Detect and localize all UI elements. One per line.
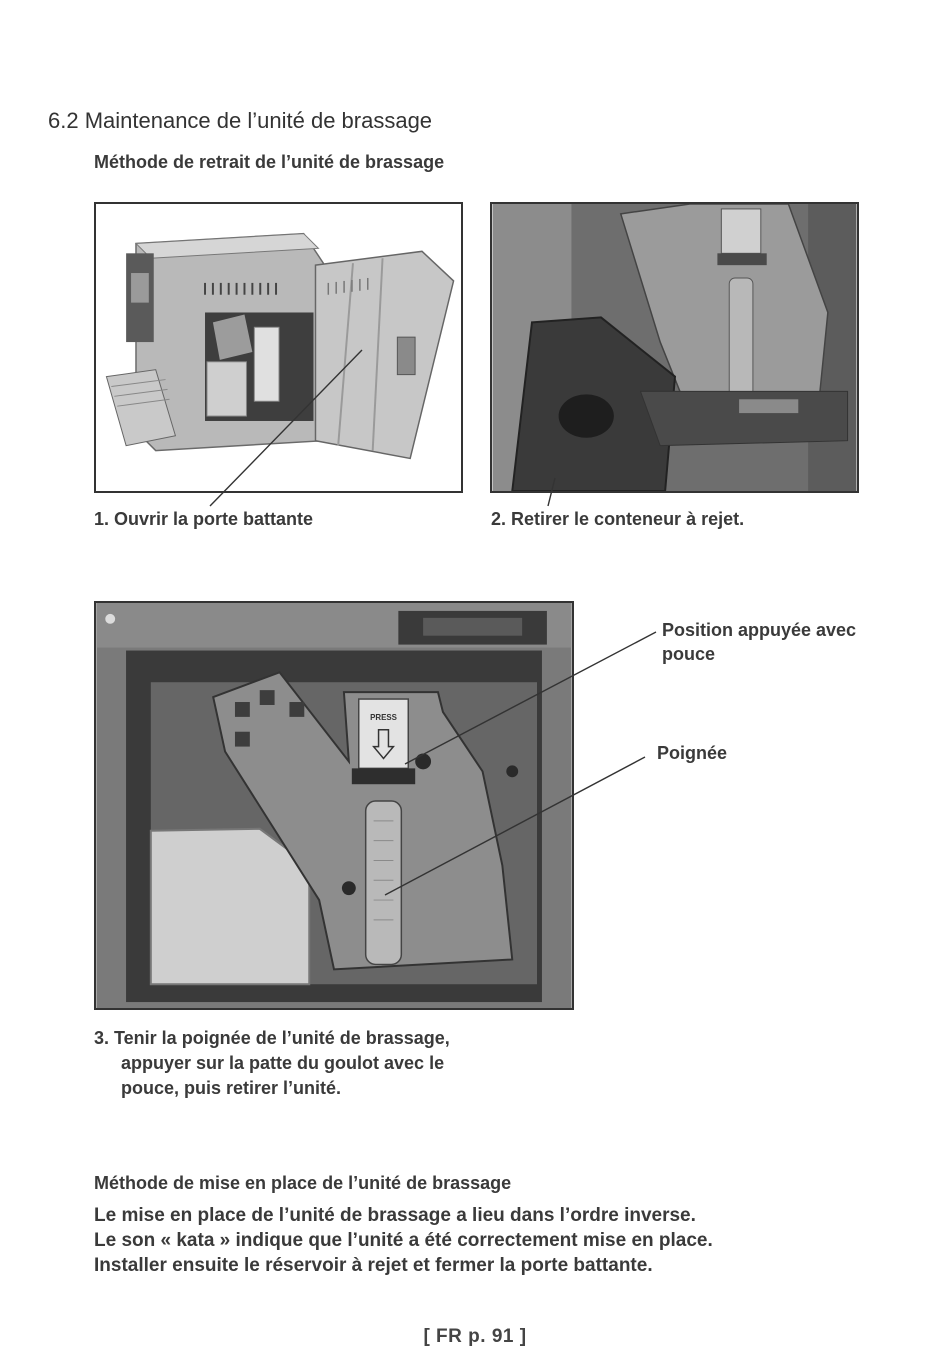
installation-line-3: Installer ensuite le réservoir à rejet e…: [94, 1255, 653, 1276]
installation-heading: Méthode de mise en place de l’unité de b…: [94, 1173, 512, 1193]
photo-open-door: [94, 202, 463, 493]
step3-line-2: appuyer sur la patte du goulot avec le: [121, 1053, 445, 1073]
section-title: 6.2 Maintenance de l’unité de brassage: [48, 108, 433, 133]
callout-thumb-line-2: pouce: [662, 644, 716, 664]
photo-waste-container: [490, 202, 859, 493]
arrow-down-icon: [372, 729, 395, 760]
installation-line-1: Le mise en place de l’unité de brassage …: [94, 1205, 696, 1226]
photo-brewing-unit: PRESS: [94, 601, 574, 1010]
step3-line-3: pouce, puis retirer l’unité.: [121, 1078, 342, 1098]
callout-handle: Poignée: [657, 743, 728, 763]
callout-thumb-position: Position appuyée avec pouce: [662, 618, 856, 666]
step1-caption: 1. Ouvrir la porte battante: [94, 509, 314, 529]
step2-caption: 2. Retirer le conteneur à rejet.: [491, 509, 745, 529]
photo-open-door-illustration: [96, 204, 461, 491]
step3-line-1: 3. Tenir la poignée de l’unité de brassa…: [94, 1028, 450, 1048]
installation-line-2: Le son « kata » indique que l’unité a ét…: [94, 1230, 713, 1251]
photo-brewing-unit-illustration: PRESS: [96, 603, 572, 1008]
callout-thumb-line-1: Position appuyée avec: [662, 620, 857, 640]
removal-heading: Méthode de retrait de l’unité de brassag…: [94, 152, 445, 172]
page-number: [ FR p. 91 ]: [423, 1326, 527, 1347]
step3-caption: 3. Tenir la poignée de l’unité de brassa…: [94, 1026, 450, 1101]
photo-waste-container-illustration: [492, 204, 857, 491]
press-label: PRESS: [370, 713, 397, 722]
